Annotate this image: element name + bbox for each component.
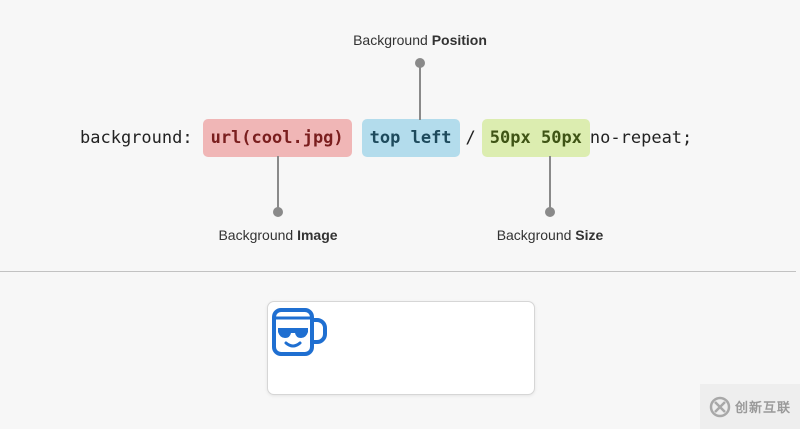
background-size-value: 50px 50px (481, 119, 590, 157)
label-background-size: Background Size (496, 227, 604, 243)
watermark-logo-icon (709, 396, 731, 417)
position-size-separator: / (465, 128, 476, 148)
background-position-value: top left (361, 119, 460, 157)
watermark-text: 创新互联 (734, 400, 791, 415)
css-code-line: background: url(cool.jpg) top left / 50p… (80, 118, 692, 158)
cool-mug-icon (272, 308, 327, 356)
image-connector-line (277, 156, 279, 211)
section-divider (0, 271, 796, 272)
image-connector-dot (273, 207, 283, 217)
watermark: 创新互联 (700, 384, 800, 429)
css-property: background: (80, 128, 193, 148)
label-background-position: Background Position (353, 32, 487, 48)
size-connector-dot (545, 207, 555, 217)
background-image-value: url(cool.jpg) (202, 119, 352, 157)
background-repeat-value: no-repeat; (589, 128, 693, 148)
label-background-image: Background Image (218, 227, 338, 243)
size-connector-line (549, 156, 551, 211)
position-connector-line (419, 63, 421, 120)
